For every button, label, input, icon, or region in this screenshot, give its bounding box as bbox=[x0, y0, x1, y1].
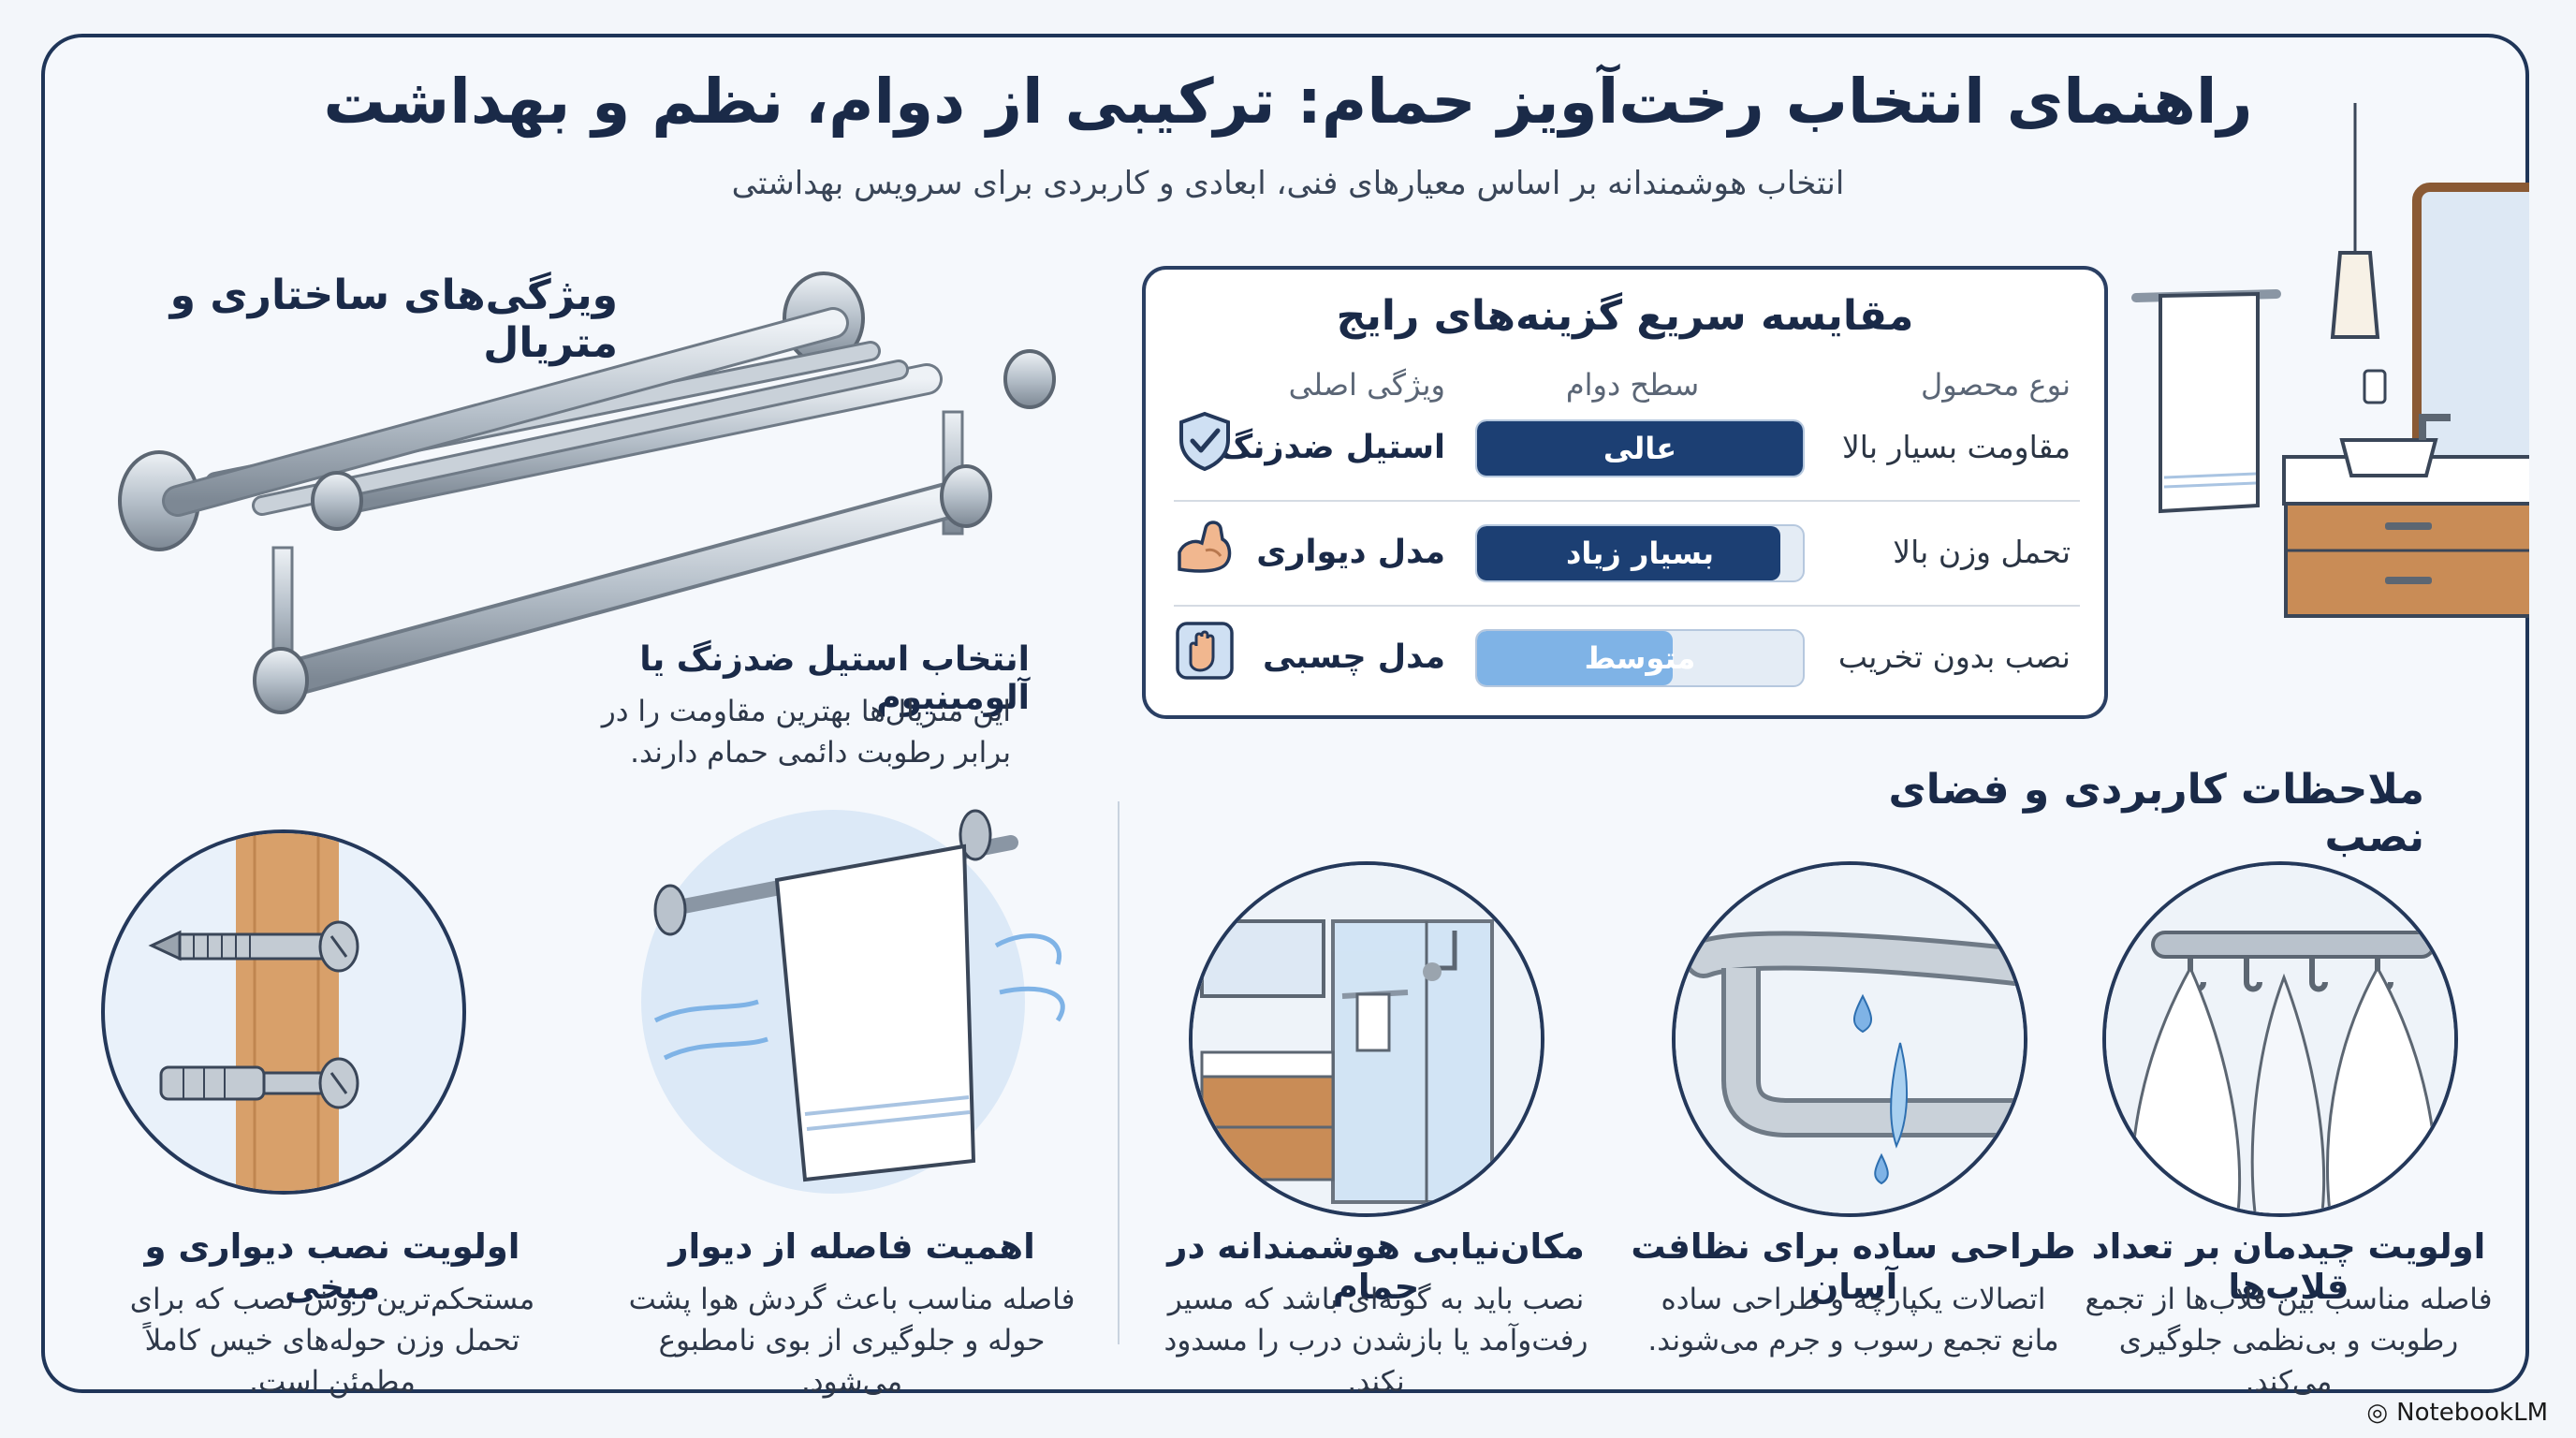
shield-check-icon bbox=[1179, 411, 1230, 472]
comparison-title: مقایسه سریع گزینه‌های رایج bbox=[1336, 292, 1914, 340]
durability-label: متوسط bbox=[1584, 640, 1696, 676]
bathroom-layout-icon bbox=[1189, 861, 1544, 1217]
page-title: راهنمای انتخاب رخت‌آویز حمام: ترکیبی از … bbox=[323, 66, 2253, 138]
card-title: مکان‌نیابی هوشمندانه در حمام bbox=[1167, 1226, 1585, 1307]
card-title: اهمیت فاصله از دیوار bbox=[668, 1226, 1035, 1267]
card-title: طراحی ساده برای نظافت آسان bbox=[1631, 1226, 2076, 1307]
durability-bar: عالی bbox=[1475, 419, 1805, 477]
brand-label: NotebookLM bbox=[2396, 1399, 2548, 1427]
card-title: اولویت نصب دیواری و میخی bbox=[144, 1226, 520, 1307]
material-title: انتخاب استیل ضدزنگ یا آلومینیوم bbox=[639, 640, 1030, 717]
feature-label: مدل چسبی bbox=[1263, 638, 1445, 676]
row-name: مقاومت بسیار بالا bbox=[1841, 429, 2071, 465]
wall-anchor-icon bbox=[101, 829, 466, 1195]
notebooklm-logo: ◎ NotebookLM bbox=[2366, 1399, 2548, 1427]
col-header-type: نوع محصول bbox=[1920, 367, 2071, 403]
page-subtitle: انتخاب هوشمندانه بر اساس معیارهای فنی، ا… bbox=[731, 165, 1845, 202]
row-name: تحمل وزن بالا bbox=[1893, 534, 2071, 570]
towel-rack-illustration bbox=[118, 271, 1056, 714]
strong-arm-icon bbox=[1178, 521, 1232, 573]
durability-bar: بسیار زیاد bbox=[1475, 524, 1805, 582]
material-desc: این متریال‌ها بهترین مقاومت را در برابر … bbox=[601, 695, 1011, 770]
seamless-joint-icon bbox=[1672, 861, 2027, 1217]
card-title: اولویت چیدمان بر تعداد قلاب‌ها bbox=[2091, 1226, 2486, 1307]
row-divider bbox=[1174, 605, 2080, 607]
card-desc: اتصالات یکپارچه و طراحی ساده مانع تجمع ر… bbox=[1647, 1283, 2059, 1357]
towel-airflow-icon bbox=[637, 805, 1105, 1198]
col-header-durability: سطح دوام bbox=[1565, 367, 1700, 403]
card-desc: نصب باید به گونه‌ای باشد که مسیر رفت‌وآم… bbox=[1164, 1283, 1588, 1399]
col-header-feature: ویژگی اصلی bbox=[1288, 367, 1445, 403]
section-divider bbox=[1118, 801, 1120, 1344]
comparison-card: مقایسه سریع گزینه‌های رایج نوع محصول سطح… bbox=[1142, 266, 2108, 719]
card-desc: فاصله مناسب بین قلاب‌ها از تجمع رطوبت و … bbox=[2085, 1283, 2493, 1399]
durability-bar: متوسط bbox=[1475, 629, 1805, 687]
card-desc: مستحکم‌ترین روش نصب که برای تحمل وزن حول… bbox=[129, 1283, 535, 1399]
bathroom-corner-illustration bbox=[2131, 103, 2529, 618]
hooks-icon bbox=[2102, 861, 2458, 1217]
logo-mark-icon: ◎ bbox=[2366, 1399, 2397, 1427]
durability-label: عالی bbox=[1603, 431, 1677, 466]
row-divider bbox=[1174, 500, 2080, 502]
row-name: نصب بدون تخریب bbox=[1837, 638, 2071, 675]
feature-label: مدل دیواری bbox=[1256, 534, 1445, 571]
feature-label: استیل ضدزنگ bbox=[1219, 429, 1445, 466]
usage-heading: ملاحظات کاربردی و فضای نصب bbox=[1888, 766, 2424, 861]
card-desc: فاصله مناسب باعث گردش هوا پشت حوله و جلو… bbox=[628, 1283, 1076, 1399]
durability-label: بسیار زیاد bbox=[1565, 536, 1715, 571]
hand-adhesive-icon bbox=[1176, 622, 1234, 680]
structure-heading: ویژگی‌های ساختاری و متریال bbox=[169, 271, 618, 367]
